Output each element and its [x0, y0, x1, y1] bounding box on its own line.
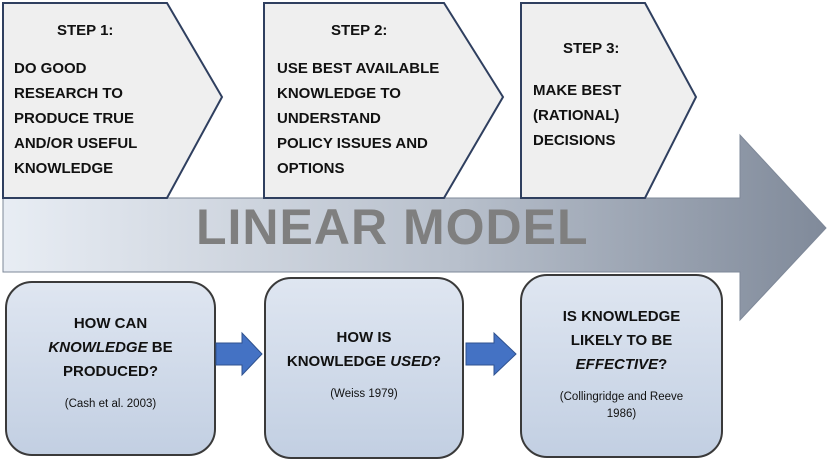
question-2-citation: (Weiss 1979) [330, 388, 398, 400]
question-3-text: IS KNOWLEDGE LIKELY TO BE EFFECTIVE? [521, 305, 722, 377]
linear-model-arrow [2, 133, 827, 322]
question-1-text: HOW CAN KNOWLEDGE BE PRODUCED? [6, 312, 215, 384]
question-3: IS KNOWLEDGE LIKELY TO BE EFFECTIVE? (Co… [521, 305, 722, 423]
question-2-line-2-plain: KNOWLEDGE [286, 353, 391, 370]
step-1-line: AND/OR USEFUL [14, 135, 138, 152]
linear-model-label: LINEAR MODEL [196, 199, 589, 255]
step-1-line: KNOWLEDGE [14, 160, 114, 177]
step-2-description: USE BEST AVAILABLE KNOWLEDGE TO UNDERSTA… [277, 56, 439, 181]
step-2-line: OPTIONS [277, 160, 345, 177]
question-2-line-2: KNOWLEDGE USED? [265, 350, 463, 374]
question-2-text: HOW IS KNOWLEDGE USED? [265, 326, 463, 374]
connector-arrow-2 [465, 331, 517, 377]
step-2-line: UNDERSTAND [277, 110, 381, 127]
question-3-citation-line-2: 1986) [606, 408, 637, 420]
step-2-pentagon [263, 1, 505, 199]
question-1-line-2: KNOWLEDGE BE [6, 336, 215, 360]
question-box-3 [520, 274, 723, 458]
step-2-line: POLICY ISSUES AND [277, 135, 428, 152]
step-1-title: STEP 1: [57, 22, 114, 39]
step-2-line: USE BEST AVAILABLE [277, 60, 440, 77]
question-1-line-1: HOW CAN [73, 315, 148, 332]
step-1-line: DO GOOD [14, 60, 87, 77]
question-1: HOW CAN KNOWLEDGE BE PRODUCED? (Cash et … [6, 312, 215, 413]
question-1-emphasis: KNOWLEDGE [48, 339, 148, 356]
step-3-line: DECISIONS [533, 132, 616, 149]
question-box-2 [264, 277, 464, 459]
question-2: HOW IS KNOWLEDGE USED? (Weiss 1979) [265, 326, 463, 403]
question-1-line-3: PRODUCED? [62, 363, 158, 380]
question-2-emphasis: USED [390, 353, 432, 370]
step-3-title: STEP 3: [563, 40, 620, 57]
step-3-description: MAKE BEST (RATIONAL) DECISIONS [533, 78, 621, 153]
question-1-citation: (Cash et al. 2003) [64, 398, 157, 410]
step-3-line: (RATIONAL) [533, 107, 620, 124]
step-1-description: DO GOOD RESEARCH TO PRODUCE TRUE AND/OR … [14, 56, 137, 181]
question-3-line-2: LIKELY TO BE [570, 332, 673, 349]
step-2-line: KNOWLEDGE TO [277, 85, 401, 102]
connector-arrow-1 [215, 331, 263, 377]
step-2-title: STEP 2: [331, 22, 388, 39]
question-3-line-3: EFFECTIVE? [521, 353, 722, 377]
question-box-1 [5, 281, 216, 456]
question-3-line-1: IS KNOWLEDGE [562, 308, 681, 325]
question-3-citation: (Collingridge and Reeve 1986) [521, 389, 722, 423]
question-3-line-3-rest: ? [658, 356, 668, 373]
question-2-line-2-rest: ? [431, 353, 442, 370]
question-1-line-2-rest: BE [147, 339, 173, 356]
question-3-citation-line-1: (Collingridge and Reeve [559, 391, 684, 403]
step-3-line: MAKE BEST [533, 82, 622, 99]
question-2-line-1: HOW IS [336, 329, 392, 346]
step-1-line: RESEARCH TO [14, 85, 123, 102]
question-3-emphasis: EFFECTIVE [575, 356, 659, 373]
step-3-pentagon [520, 2, 698, 199]
step-1-pentagon [2, 2, 224, 199]
step-1-line: PRODUCE TRUE [14, 110, 135, 127]
